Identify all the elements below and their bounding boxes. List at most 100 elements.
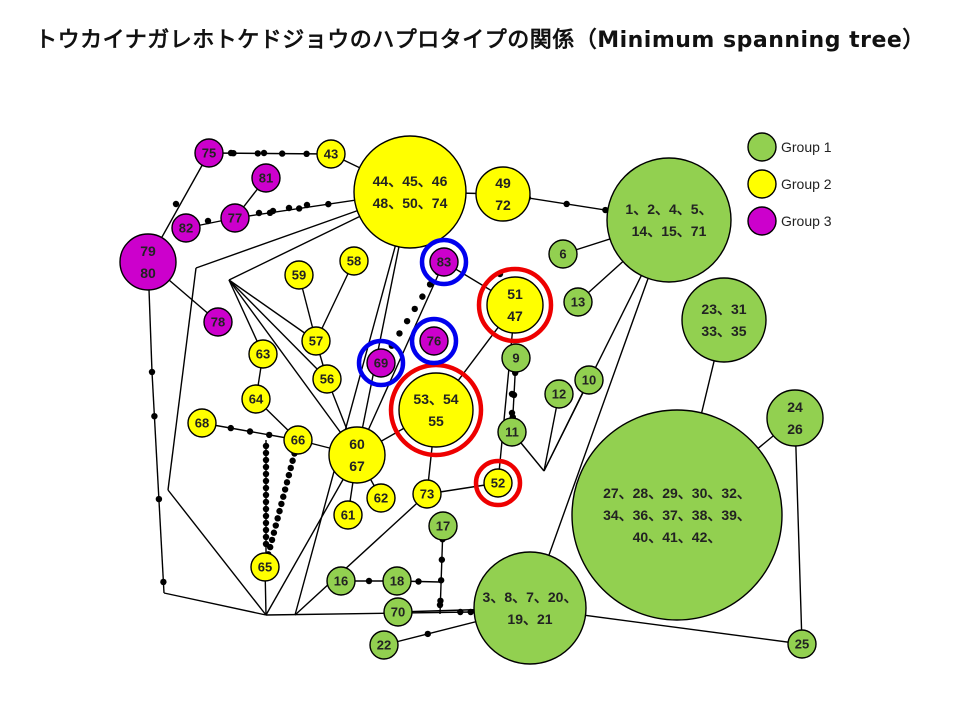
mutation-dot	[172, 200, 180, 208]
node-circle	[419, 326, 449, 356]
highlight-rings	[356, 237, 554, 508]
node-circle	[382, 566, 412, 596]
mutation-dot	[262, 491, 270, 499]
haplotype-node-n10: 10	[574, 365, 604, 395]
mutation-dot	[415, 578, 422, 585]
legend-label: Group 3	[781, 213, 832, 229]
node-circle	[606, 157, 732, 283]
edge-J1-n56	[228, 279, 328, 380]
node-label: 12	[552, 387, 566, 402]
edge-J2-J3	[167, 267, 197, 491]
mutation-dot	[262, 470, 270, 478]
edge-J1-n60	[228, 279, 358, 456]
haplotype-node-n18: 18	[382, 566, 412, 596]
node-circle	[501, 343, 531, 373]
haplotype-node-n61: 61	[333, 500, 363, 530]
node-label: 17	[436, 519, 450, 534]
node-label: 27、28、29、30、32、	[603, 485, 751, 501]
mutation-dot	[467, 608, 474, 616]
mutation-dot	[436, 601, 444, 609]
node-label: 53、54	[413, 391, 458, 407]
mutation-dot	[424, 630, 431, 638]
node-label: 3、8、7、20、	[483, 589, 578, 605]
node-label: 61	[341, 508, 355, 523]
node-circle	[119, 233, 177, 291]
node-label: 14、15、71	[632, 223, 707, 239]
legend-item-group2: Group 2	[747, 169, 832, 199]
mutation-dot	[160, 578, 167, 586]
node-label: 76	[427, 334, 441, 349]
edge-n51-n52	[497, 304, 516, 484]
node-circle	[574, 365, 604, 395]
haplotype-node-n1: 1、2、4、5、14、15、71	[606, 157, 732, 283]
node-label: 79	[140, 243, 156, 259]
legend-label: Group 2	[781, 176, 832, 192]
node-circle	[486, 276, 544, 334]
node-circle	[429, 247, 459, 277]
node-label: 60	[349, 436, 365, 452]
haplotype-node-n75: 75	[194, 138, 224, 168]
node-label: 75	[202, 146, 216, 161]
node-circle	[250, 552, 280, 582]
haplotype-node-n17: 17	[428, 511, 458, 541]
mutation-dot	[151, 413, 158, 420]
node-label: 67	[349, 458, 365, 474]
mutation-dot	[262, 498, 270, 506]
haplotype-node-n52: 52	[483, 468, 513, 498]
mutation-dot	[295, 205, 303, 212]
mutation-dot	[262, 477, 270, 485]
haplotype-node-n81: 81	[251, 163, 281, 193]
edge-J12-J4	[151, 371, 165, 594]
mutation-dot	[268, 536, 276, 544]
node-circle	[497, 417, 527, 447]
node-label: 73	[420, 487, 434, 502]
node-label: 52	[491, 476, 505, 491]
haplotype-node-n59: 59	[284, 260, 314, 290]
node-circle	[187, 408, 217, 438]
mutation-dot	[155, 495, 163, 503]
mutation-dot	[227, 424, 234, 432]
edge-n44-J7	[294, 191, 411, 616]
node-label: 13	[571, 295, 585, 310]
mutation-dot	[254, 150, 261, 157]
node-circle	[473, 551, 587, 665]
haplotype-node-n11: 11	[497, 417, 527, 447]
node-label: 83	[437, 255, 451, 270]
node-label: 51	[507, 286, 523, 302]
legend-swatch	[747, 132, 777, 162]
node-label: 81	[259, 171, 273, 186]
mutation-dot	[396, 330, 403, 337]
node-circle	[483, 468, 513, 498]
node-circle	[171, 213, 201, 243]
edge-J3-J5	[167, 489, 267, 616]
mutation-dot	[269, 207, 277, 215]
node-label: 72	[495, 197, 511, 213]
mutation-dot	[365, 577, 373, 585]
mutation-dot	[437, 577, 445, 584]
legend-swatch	[747, 206, 777, 236]
haplotype-node-n9: 9	[501, 343, 531, 373]
haplotype-node-n63: 63	[248, 339, 278, 369]
legend-item-group3: Group 3	[747, 206, 832, 236]
haplotype-node-n66: 66	[283, 425, 313, 455]
node-label: 47	[507, 308, 523, 324]
mutation-dot	[270, 529, 278, 536]
highlight-ring-n76	[409, 316, 459, 366]
haplotype-node-n68: 68	[187, 408, 217, 438]
mutation-dot	[281, 486, 289, 493]
edge-J1-n57	[228, 279, 317, 342]
node-label: 9	[512, 351, 519, 366]
mutation-dot	[227, 149, 235, 157]
mutation-step-dots	[148, 149, 648, 638]
node-label: 55	[428, 413, 444, 429]
node-label: 43	[324, 147, 338, 162]
node-label: 10	[582, 373, 596, 388]
mutation-dot	[563, 200, 570, 208]
mutation-dot	[262, 449, 270, 457]
mutation-dot	[262, 442, 270, 450]
edge-n60-J5	[265, 454, 358, 616]
node-circle	[333, 500, 363, 530]
mutation-dot	[419, 293, 426, 300]
